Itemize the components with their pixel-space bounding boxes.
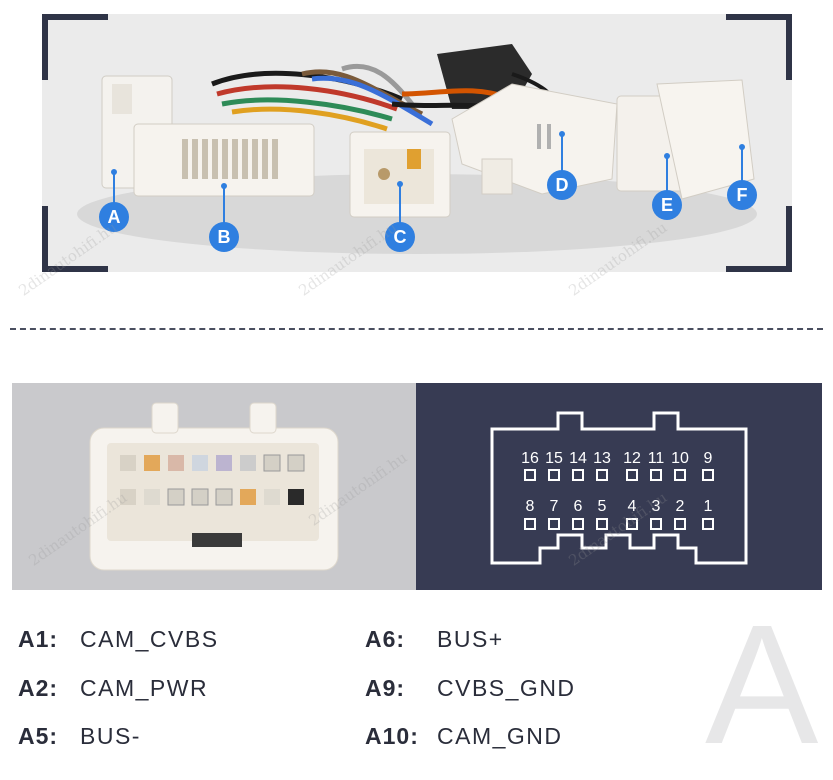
pin-signal: BUS-: [80, 723, 141, 749]
pin-signal: BUS+: [437, 626, 504, 652]
frame-corner: [42, 206, 108, 272]
pinout-diagram-panel: 16 15 14 13 12 11 10 9 8 7 6 5 4 3 2 1: [416, 383, 822, 590]
marker-e: E: [652, 190, 682, 220]
pin-code: A2:: [18, 675, 59, 701]
pin-code: A1:: [18, 626, 59, 652]
pin-label: 14: [569, 450, 587, 467]
pin-signal: CVBS_GND: [437, 675, 576, 701]
dashed-divider: [10, 328, 823, 330]
pin-signal: CAM_CVBS: [80, 626, 219, 652]
pin-code: A6:: [365, 626, 406, 652]
pinout-outline: [490, 411, 748, 565]
pin-label: 13: [593, 450, 611, 467]
pin-signal: CAM_PWR: [80, 675, 209, 701]
pin-label: 15: [545, 450, 563, 467]
frame-corner: [42, 14, 108, 80]
pin-label: 7: [549, 498, 559, 515]
connector-a-face: [89, 402, 339, 571]
pin-label: 11: [647, 450, 665, 467]
pin-label: 6: [573, 498, 583, 515]
pin-code: A9:: [365, 675, 406, 701]
pin-code: A10:: [365, 723, 419, 749]
pin-label: 4: [627, 498, 637, 515]
pin-label: 3: [651, 498, 661, 515]
pin-label: 16: [521, 450, 539, 467]
marker-b: B: [209, 222, 239, 252]
marker-c: C: [385, 222, 415, 252]
connector-photo-panel: [12, 383, 416, 590]
pin-label: 10: [671, 450, 689, 467]
pin-label: 12: [623, 450, 641, 467]
pin-signal: CAM_GND: [437, 723, 563, 749]
frame-corner: [726, 14, 792, 80]
pin-label: 1: [703, 498, 713, 515]
marker-a: A: [99, 202, 129, 232]
pin-label: 8: [525, 498, 535, 515]
section-letter: A: [705, 590, 819, 780]
harness-illustration: [77, 44, 757, 254]
marker-f: F: [727, 180, 757, 210]
pin-label: 9: [703, 450, 713, 467]
pin-code: A5:: [18, 723, 59, 749]
harness-photo: A B C D E F: [42, 14, 792, 272]
marker-d: D: [547, 170, 577, 200]
pin-label: 5: [597, 498, 607, 515]
frame-corner: [726, 206, 792, 272]
pin-label: 2: [675, 498, 685, 515]
